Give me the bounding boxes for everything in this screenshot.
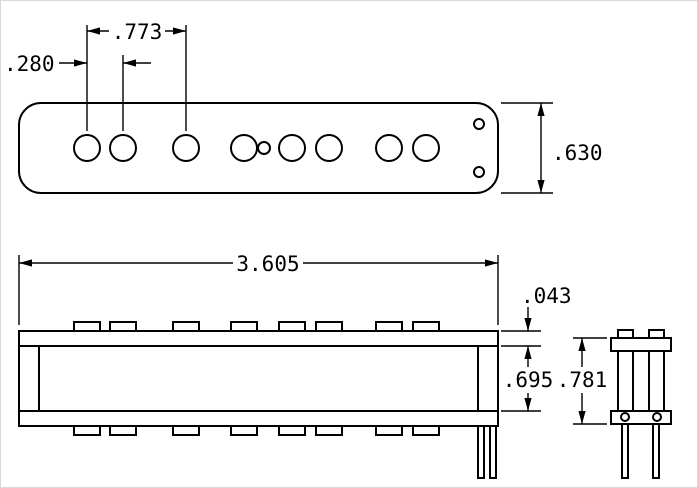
pole-tab	[315, 321, 343, 332]
terminal-leg	[652, 423, 660, 479]
pole-tab	[73, 425, 101, 436]
pole-tab	[375, 321, 403, 332]
pole-hole	[412, 134, 440, 162]
pole-tab	[648, 329, 665, 339]
dimension-labels: .773 .280 .630 3.605 .043 .695 .781	[4, 20, 607, 392]
pole-pair-spacing-dimension-label: .280	[4, 52, 55, 76]
side-view-dimensions	[18, 255, 541, 412]
mounting-hole	[473, 166, 485, 178]
pole-hole	[375, 134, 403, 162]
mounting-hole	[473, 118, 485, 130]
pole-tab	[73, 321, 101, 332]
side-view	[18, 321, 499, 479]
pole-hole	[315, 134, 343, 162]
pole-tab	[375, 425, 403, 436]
pole-tab	[109, 425, 137, 436]
top-flatwork-end	[610, 337, 672, 352]
eyelet-hole	[620, 412, 630, 422]
terminal-leg	[477, 425, 485, 479]
linework	[18, 25, 672, 479]
pole-tab	[412, 321, 440, 332]
pole-hole	[230, 134, 258, 162]
pole-tab	[172, 321, 200, 332]
end-view-dimensions	[573, 337, 607, 425]
pole-tab	[412, 425, 440, 436]
center-hole	[257, 141, 271, 155]
top-view-dimensions	[59, 25, 553, 194]
terminal-leg	[621, 423, 629, 479]
pole-tab	[172, 425, 200, 436]
end-view	[610, 329, 672, 479]
flatwork-outline	[18, 102, 499, 194]
pole-tab	[315, 425, 343, 436]
flatwork-thickness-dimension-label: .043	[521, 284, 572, 308]
flatwork-width-dimension-label: .630	[552, 141, 603, 165]
pole-tab	[617, 329, 634, 339]
pole-tab	[230, 425, 258, 436]
pole-hole	[172, 134, 200, 162]
top-view	[18, 102, 499, 194]
pole-spacing-dimension-label: .773	[112, 20, 163, 44]
bottom-flatwork	[18, 410, 499, 427]
terminal-leg	[489, 425, 497, 479]
pole-tab	[278, 321, 306, 332]
overall-length-dimension-label: 3.605	[236, 252, 299, 276]
pole-hole	[278, 134, 306, 162]
bottom-flatwork-end	[610, 410, 672, 425]
eyelet-hole	[652, 412, 662, 422]
pole-hole	[73, 134, 101, 162]
pole-tab	[109, 321, 137, 332]
pole-tab	[278, 425, 306, 436]
top-flatwork	[18, 330, 499, 347]
inner-height-dimension-label: .695	[503, 368, 554, 392]
pole-tab	[230, 321, 258, 332]
pole-hole	[109, 134, 137, 162]
overall-height-dimension-label: .781	[557, 368, 608, 392]
